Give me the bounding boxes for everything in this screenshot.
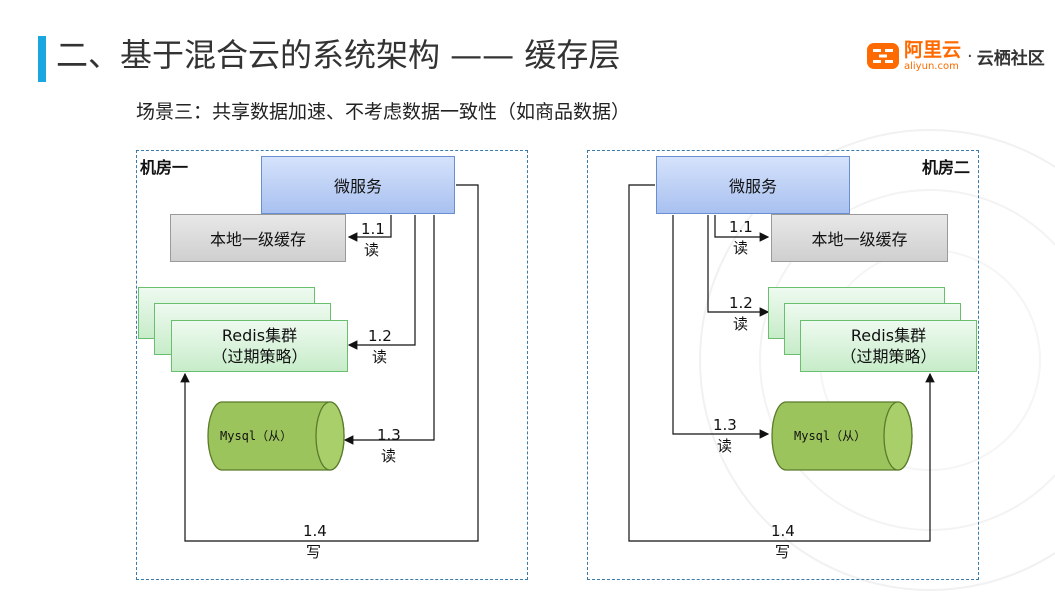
room-2-write-1-4-text: 写 xyxy=(775,543,791,561)
room-2-read-1-3-number: 1.3 xyxy=(713,416,737,434)
room-2-read-1-2-text: 读 xyxy=(733,315,749,333)
room-1-write-1-4-text: 写 xyxy=(306,543,322,561)
logo-brand-cn: 阿里云 xyxy=(904,38,962,61)
room-1-redis-name: Redis集群 xyxy=(221,326,298,345)
room-2-read-1-3-text: 读 xyxy=(717,437,733,455)
room-2-mysql-label: Mysql（从） xyxy=(794,429,867,443)
room-1-read-1-3-number: 1.3 xyxy=(377,426,401,444)
room-1-microservice: 微服务 xyxy=(261,156,455,214)
logo-separator: · xyxy=(967,45,973,67)
room-2-microservice: 微服务 xyxy=(656,156,850,214)
room-2-boundary xyxy=(587,150,979,580)
room-2-local-cache: 本地一级缓存 xyxy=(771,214,948,262)
room-1-read-1-3-text: 读 xyxy=(381,447,397,465)
room-1-label: 机房一 xyxy=(140,158,189,177)
aliyun-logo: 阿里云 aliyun.com · 云栖社区 xyxy=(866,38,1045,74)
room-2-redis-name: Redis集群 xyxy=(850,326,927,345)
room-1-redis-cluster: Redis集群 （过期策略） xyxy=(171,320,348,372)
room-2-read-1-2-number: 1.2 xyxy=(729,294,753,312)
room-1-read-1-2-text: 读 xyxy=(372,348,388,366)
aliyun-logo-icon xyxy=(867,43,899,69)
room-1-boundary xyxy=(136,150,528,580)
room-2-redis-policy: （过期策略） xyxy=(840,347,937,366)
scenario-subtitle: 场景三：共享数据加速、不考虑数据一致性（如商品数据） xyxy=(136,101,631,123)
room-1-read-1-1-text: 读 xyxy=(364,241,380,259)
room-2-redis-cluster: Redis集群 （过期策略） xyxy=(800,320,977,372)
room-2-read-1-1-text: 读 xyxy=(733,239,749,257)
room-2-label: 机房二 xyxy=(922,158,971,177)
room-1-mysql-label: Mysql（从） xyxy=(220,429,293,443)
room-1-write-1-4-number: 1.4 xyxy=(303,522,327,540)
room-2-read-1-1-number: 1.1 xyxy=(729,218,753,236)
title-accent-bar xyxy=(38,36,46,82)
room-1-read-1-2-number: 1.2 xyxy=(368,327,392,345)
room-1-redis-policy: （过期策略） xyxy=(211,347,308,366)
page-title: 二、基于混合云的系统架构 —— 缓存层 xyxy=(56,36,621,74)
room-2-write-1-4-number: 1.4 xyxy=(771,522,795,540)
room-1-local-cache: 本地一级缓存 xyxy=(170,214,346,262)
logo-brand-en: aliyun.com xyxy=(904,60,959,72)
room-1-read-1-1-number: 1.1 xyxy=(361,220,385,238)
logo-community: 云栖社区 xyxy=(976,48,1045,69)
